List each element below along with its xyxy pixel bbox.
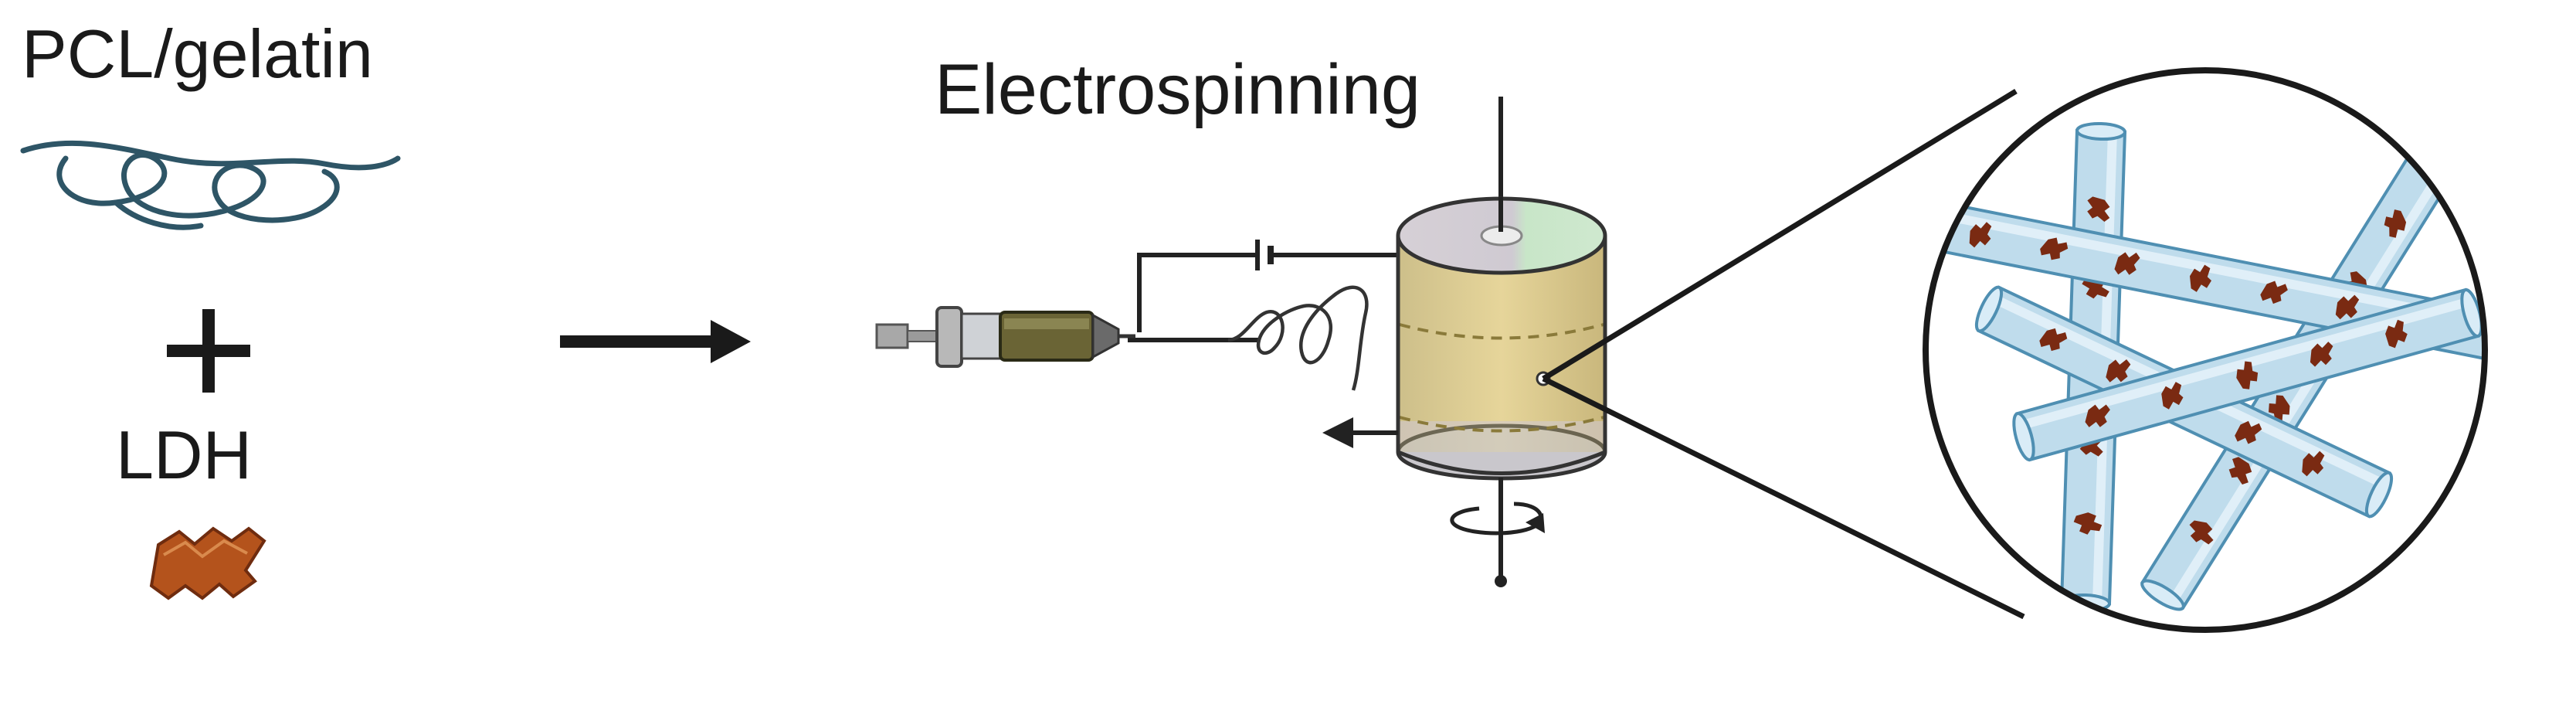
syringe-icon [875, 306, 1135, 368]
process-label: Electrospinning [935, 50, 1421, 129]
ldh-particle [2114, 252, 2140, 275]
ldh-particle [2269, 395, 2290, 423]
ldh-particle [2384, 209, 2407, 238]
polymer-label: PCL/gelatin [22, 15, 373, 92]
ldh-particle [2385, 319, 2408, 349]
polymer-chain-icon [20, 140, 401, 230]
ldh-particle [2085, 404, 2110, 427]
zoom-connector-lines [1542, 89, 2025, 620]
circuit-wires [1128, 240, 1398, 342]
ldh-label: LDH [116, 417, 253, 493]
polymer-jet-icon [1227, 285, 1369, 391]
fiber-mesh-magnified-icon [1923, 67, 2488, 633]
process-arrow-icon [560, 320, 751, 363]
ldh-particle [2073, 512, 2103, 535]
ldh-particle [2260, 281, 2288, 304]
ldh-particle [2087, 196, 2110, 223]
ldh-particle [2040, 237, 2069, 260]
ldh-particle [2106, 359, 2131, 383]
ldh-particle [2236, 361, 2259, 389]
ldh-particle [2190, 264, 2212, 292]
ldh-particle [2235, 420, 2262, 444]
ldh-particle [1969, 222, 1992, 248]
ldh-particle [2189, 520, 2214, 545]
rotating-drum-collector-icon [1322, 97, 1607, 587]
fiber [1926, 195, 2485, 362]
ldh-particle [2302, 451, 2325, 477]
fiber [2012, 287, 2483, 462]
plus-icon [167, 309, 250, 393]
ldh-particle [2228, 457, 2252, 485]
ldh-particle [2161, 382, 2184, 410]
ldh-flake-icon [149, 526, 266, 600]
ldh-particle [2335, 294, 2360, 320]
ldh-particle [2310, 342, 2333, 367]
ldh-particle [2039, 328, 2068, 352]
